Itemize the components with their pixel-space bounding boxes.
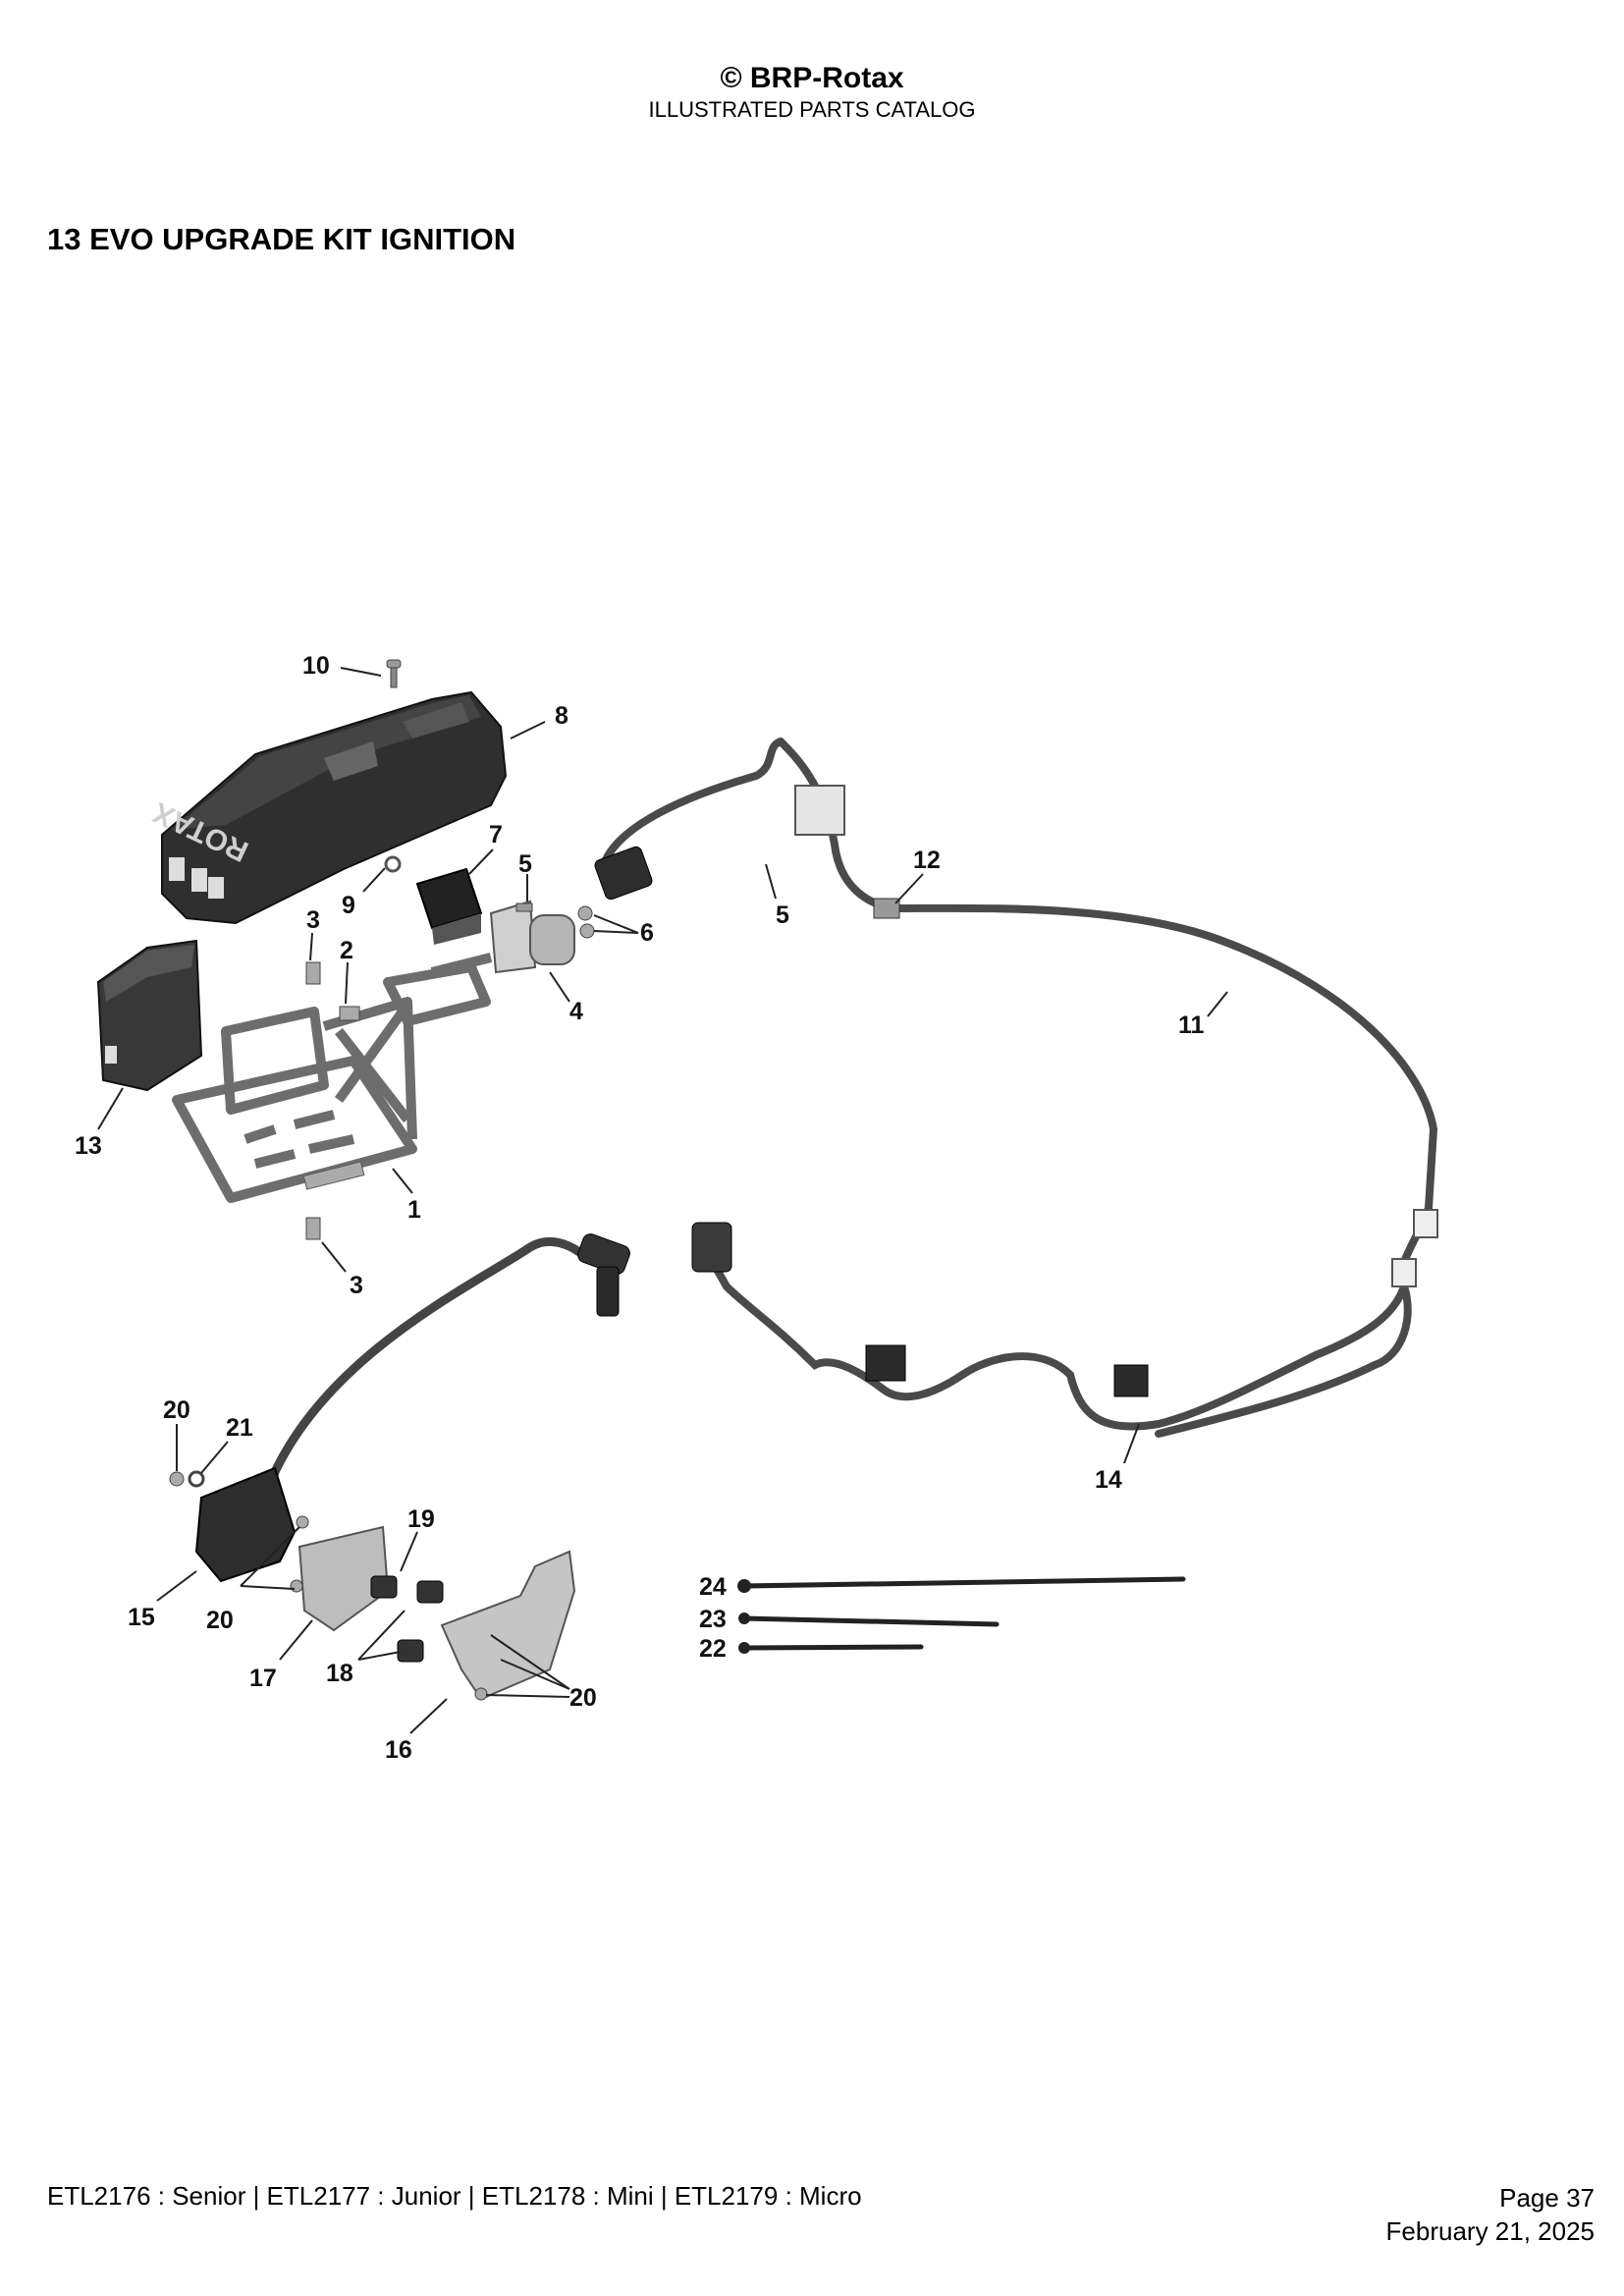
cable-tie-head-22 (738, 1642, 750, 1654)
footer-models: ETL2176 : Senior | ETL2177 : Junior | ET… (47, 2181, 862, 2211)
callout-9: 9 (342, 892, 355, 919)
callout-10: 10 (302, 652, 330, 680)
callout-3a: 3 (306, 906, 320, 934)
callout-24: 24 (699, 1573, 727, 1601)
harness-plug-left (691, 1222, 732, 1273)
callout-6: 6 (640, 919, 654, 947)
part-damper-a (370, 1575, 398, 1599)
page-header: © BRP-Rotax ILLUSTRATED PARTS CATALOG (0, 61, 1624, 124)
part-solenoid (489, 900, 575, 974)
callout-20b: 20 (206, 1607, 234, 1634)
bracket-label-plate (302, 1161, 365, 1190)
callout-numbers: 10 8 7 5 9 3 2 6 4 5 12 11 13 1 3 20 21 … (75, 652, 1205, 1764)
part-switch (415, 867, 483, 945)
footer-page-info: Page 37 February 21, 2025 (1386, 2181, 1595, 2248)
part-clip-bottom (305, 1217, 321, 1240)
callout-3b: 3 (350, 1272, 363, 1299)
part-coil-bracket (298, 1525, 390, 1632)
part-nut-d (290, 1579, 303, 1593)
callout-14-label: 14 (1095, 1466, 1122, 1494)
part-nut-e (474, 1687, 488, 1701)
section-title: 13 EVO UPGRADE KIT IGNITION (47, 222, 516, 256)
callout-4: 4 (569, 998, 583, 1025)
cable-tie-head-24 (737, 1579, 751, 1593)
callout-8: 8 (555, 702, 568, 730)
harness-inline-connector-a (1413, 1209, 1438, 1238)
callout-15: 15 (128, 1604, 155, 1631)
page-number: Page 37 (1499, 2183, 1595, 2213)
publication-date: February 21, 2025 (1385, 2216, 1595, 2246)
harness-terminal-block (794, 785, 845, 836)
callout-17: 17 (249, 1665, 277, 1692)
callout-21: 21 (226, 1414, 253, 1442)
harness-connector-upper (594, 846, 653, 901)
part-mount-plate (440, 1550, 576, 1701)
part-nut-c (296, 1515, 309, 1529)
catalog-subtitle: ILLUSTRATED PARTS CATALOG (648, 97, 976, 122)
callout-20a: 20 (163, 1396, 190, 1424)
part-ecu-cover: ROTAX (148, 690, 508, 925)
callout-2: 2 (340, 937, 353, 964)
brand-title: © BRP-Rotax (720, 62, 904, 94)
part-damper-c (397, 1639, 424, 1663)
part-nut-a (577, 905, 593, 921)
part-main-harness (600, 738, 1438, 1438)
callout-13: 13 (75, 1132, 102, 1160)
part-screw (386, 659, 402, 688)
callout-22: 22 (699, 1635, 727, 1663)
callout-23: 23 (699, 1606, 727, 1633)
callout-1: 1 (407, 1196, 421, 1224)
part-ignition-coil (169, 1233, 630, 1583)
callout-19: 19 (407, 1505, 435, 1533)
part-bolt (515, 902, 533, 912)
part-nut-b (579, 923, 595, 939)
part-bracket-small (339, 1006, 360, 1021)
leader-lines (97, 667, 1228, 1734)
callout-7: 7 (489, 821, 503, 848)
part-damper-b (416, 1580, 444, 1604)
harness-inline-connector-b (1391, 1258, 1417, 1287)
callout-20c: 20 (569, 1684, 597, 1712)
harness-connector-lower (865, 1344, 906, 1382)
cable-tie-head-23 (738, 1613, 750, 1624)
part-clip-top (305, 961, 321, 985)
part-cable-ties (741, 1576, 1186, 1651)
part-connector-block (96, 939, 203, 1092)
callout-16: 16 (385, 1736, 412, 1764)
harness-connector-14 (1113, 1364, 1149, 1397)
part-washer (384, 855, 402, 873)
callout-5b: 5 (776, 902, 789, 929)
callout-12: 12 (913, 847, 941, 874)
callout-5a: 5 (518, 850, 532, 878)
callout-18: 18 (326, 1660, 353, 1687)
harness-clip (873, 898, 900, 919)
part-mounting-bracket (172, 953, 493, 1203)
callout-11: 11 (1178, 1011, 1205, 1039)
